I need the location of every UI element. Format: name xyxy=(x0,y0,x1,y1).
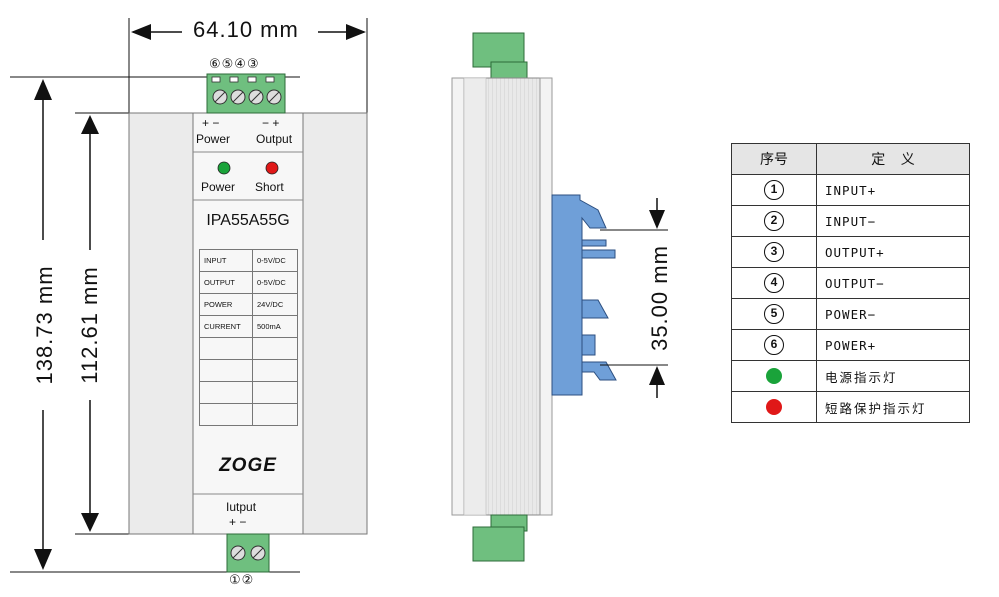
top-terminal-block xyxy=(206,73,286,114)
inner-height-label: 112.61 mm xyxy=(77,266,102,384)
table-row: 2 INPUT− xyxy=(731,205,970,237)
table-row: 短路保护指示灯 xyxy=(731,391,970,423)
rail-dimension xyxy=(600,198,668,398)
table-row: 5 POWER− xyxy=(731,298,970,330)
power-led xyxy=(217,161,231,175)
bottom-terminal-block xyxy=(226,533,270,573)
spec-row xyxy=(199,403,298,426)
screw-icon xyxy=(266,89,282,105)
outer-height-label: 138.73 mm xyxy=(32,265,57,385)
table-row: 3 OUTPUT+ xyxy=(731,236,970,268)
led-definition: 短路保护指示灯 xyxy=(816,391,970,423)
width-dimension xyxy=(128,18,368,115)
inner-height-dimension xyxy=(75,112,130,535)
screw-icon xyxy=(250,545,266,561)
input-terminal-label: Iutput xyxy=(226,500,257,514)
power-led-label: Power xyxy=(201,180,236,194)
bottom-terminal-numbers: ①② xyxy=(229,572,255,587)
spec-name: INPUT xyxy=(199,249,253,272)
terminal-definition: OUTPUT+ xyxy=(816,236,970,268)
terminal-definition: POWER+ xyxy=(816,329,970,361)
terminal-definition: OUTPUT− xyxy=(816,267,970,299)
power-terminal-label: Power xyxy=(196,132,231,146)
spec-row xyxy=(199,359,298,382)
screw-icon xyxy=(212,89,228,105)
red-led-icon xyxy=(766,399,782,416)
terminal-number-badge: 5 xyxy=(764,304,784,324)
terminal-definition: INPUT− xyxy=(816,205,970,237)
header-number: 序号 xyxy=(731,143,817,175)
zoge-logo: ZOGE xyxy=(219,455,277,476)
header-definition: 定 义 xyxy=(816,143,970,175)
spec-row xyxy=(199,337,298,360)
din-rail-clip xyxy=(551,194,617,396)
spec-value: 0-5V/DC xyxy=(252,271,298,294)
green-led-icon xyxy=(766,368,782,385)
output-terminal-label: Output xyxy=(256,132,293,146)
terminal-definition: POWER− xyxy=(816,298,970,330)
rail-label: 35.00 mm xyxy=(647,245,672,351)
spec-value: 24V/DC xyxy=(252,293,298,316)
screw-icon xyxy=(230,545,246,561)
spec-row xyxy=(199,381,298,404)
screw-icon xyxy=(248,89,264,105)
terminal-number-badge: 2 xyxy=(764,211,784,231)
table-row: 4 OUTPUT− xyxy=(731,267,970,299)
table-row: 1 INPUT+ xyxy=(731,174,970,206)
terminal-definition: INPUT+ xyxy=(816,174,970,206)
table-header-row: 序号 定 义 xyxy=(731,143,970,175)
terminal-number-badge: 1 xyxy=(764,180,784,200)
table-row: 电源指示灯 xyxy=(731,360,970,392)
terminal-number-badge: 4 xyxy=(764,273,784,293)
spec-value: 500mA xyxy=(252,315,298,338)
spec-name: CURRENT xyxy=(199,315,253,338)
terminal-number-badge: 6 xyxy=(764,335,784,355)
model-number: IPA55A55G xyxy=(206,212,290,229)
power-polarity: + − xyxy=(202,116,220,130)
side-view xyxy=(451,32,617,562)
terminal-definition-table: 序号 定 义 1 INPUT+ 2 INPUT− 3 OUTPUT+ 4 OUT… xyxy=(731,143,970,423)
spec-name: POWER xyxy=(199,293,253,316)
screw-icon xyxy=(230,89,246,105)
led-definition: 电源指示灯 xyxy=(816,360,970,392)
table-row: 6 POWER+ xyxy=(731,329,970,361)
terminal-number-badge: 3 xyxy=(764,242,784,262)
short-led-label: Short xyxy=(255,180,284,194)
spec-value: 0-5V/DC xyxy=(252,249,298,272)
input-polarity: + − xyxy=(229,515,247,529)
short-led xyxy=(265,161,279,175)
top-terminal-numbers: ⑥⑤④③ xyxy=(209,56,260,71)
spec-name: OUTPUT xyxy=(199,271,253,294)
width-label: 64.10 mm xyxy=(193,17,299,42)
output-polarity: − + xyxy=(262,116,280,130)
